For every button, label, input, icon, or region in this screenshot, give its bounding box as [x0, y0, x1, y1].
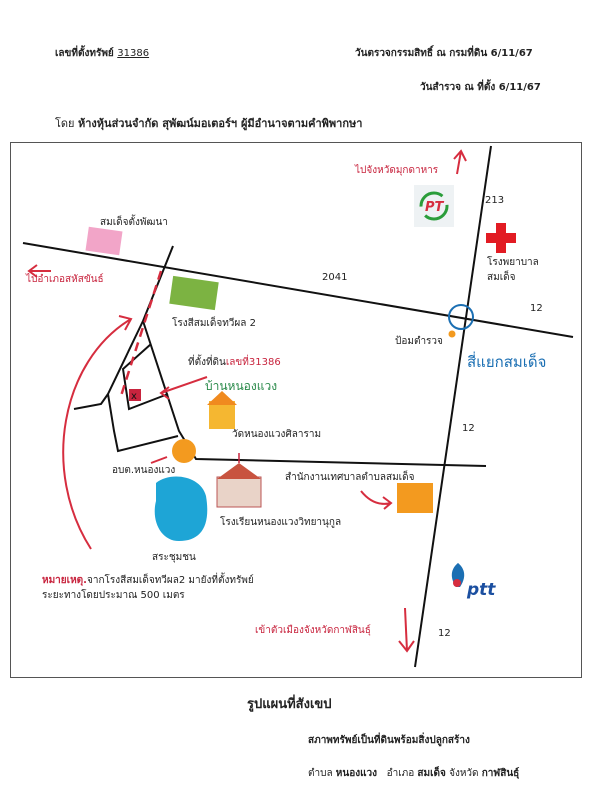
municipality-marker: [397, 483, 433, 513]
stub-road: [73, 393, 109, 410]
intersection-label: สี่แยกสมเด็จ: [467, 353, 547, 371]
to-sahatsakhan: ไปอำเภอสหัสขันธ์: [26, 274, 104, 285]
local-road-west: [106, 245, 179, 453]
asset-number-line: เลขที่ตั้งทรัพย์ 31386: [55, 46, 149, 61]
hospital-label: โรงพยาบาลสมเด็จ: [487, 255, 539, 285]
sao-marker: [172, 439, 196, 463]
footer-title: รูปแผนที่สังเขป: [247, 697, 332, 712]
village-label: บ้านหนองแวง: [205, 379, 278, 393]
asset-no: 31386: [117, 48, 150, 59]
hospital-cross-icon: [486, 223, 516, 253]
road-12: [414, 145, 492, 668]
amphoe-label: อำเภอ: [386, 768, 415, 779]
police-box-label: ป้อมตำรวจ: [395, 336, 443, 347]
tambon: หนองแวง: [335, 768, 378, 779]
sketch-map: x PT ptt: [10, 142, 582, 678]
road-12-mid-label: 12: [462, 423, 475, 434]
map-drawing: x PT ptt: [22, 145, 574, 668]
ptt-logo-text: ptt: [466, 580, 496, 600]
note-label: หมายเหตุ.: [42, 575, 87, 586]
temple-label: วัดหนองแวงศิลาราม: [232, 429, 322, 440]
province: กาฬสินธุ์: [481, 768, 520, 779]
temple-icon: [209, 401, 235, 429]
road-2041: [22, 242, 574, 338]
sao-label: อบต.หนองแวง: [112, 465, 176, 476]
land-location-label: ที่ตั้งที่ดินเลขที่31386: [188, 355, 281, 370]
municipality-arrow: [360, 490, 393, 510]
sao-arrow: [150, 456, 168, 464]
south-arrow-icon: [398, 607, 415, 653]
pond-label: สระชุมชน: [152, 552, 196, 563]
land-marker-icon: [129, 389, 141, 401]
hospital-line1: โรงพยาบาล: [487, 257, 539, 268]
hospital-line2: สมเด็จ: [487, 272, 516, 283]
land-lane: [121, 343, 169, 411]
property-condition: สภาพทรัพย์เป็นที่ดินพร้อมสิ่งปลูกสร้าง: [308, 735, 470, 746]
west-arrow-icon: [27, 264, 51, 278]
to-mukdahan: ไปจังหวัดมุกดาหาร: [355, 165, 439, 176]
survey-date: วันสำรวจ ณ ที่ตั้ง 6/11/67: [420, 82, 541, 93]
province-label: จังหวัด: [449, 768, 479, 779]
asset-no-label: เลขที่ตั้งทรัพย์: [55, 48, 114, 59]
rice-mill-label: โรงสีสมเด็จทวีผล 2: [172, 318, 256, 329]
to-kalasin: เข้าตัวเมืองจังหวัดกาฬสินธุ์: [255, 625, 371, 636]
police-box-icon: [448, 330, 456, 338]
route-dashed: [119, 270, 163, 397]
by-line: โดย ห้างหุ้นส่วนจำกัด สุพัฒน์มอเตอร์ฯ ผู…: [55, 114, 362, 132]
land-location-text: ที่ตั้งที่ดิน: [188, 357, 226, 368]
rice-mill-marker: [169, 275, 219, 311]
tambon-label: ตำบล: [308, 768, 333, 779]
svg-text:x: x: [131, 391, 137, 402]
by-name: ห้างหุ้นส่วนจำกัด สุพัฒน์มอเตอร์ฯ ผู้มีอ…: [78, 117, 363, 130]
school-label: โรงเรียนหนองแวงวิทยานุกูล: [220, 517, 342, 528]
land-pointer-arrow: [159, 376, 208, 400]
north-arrow-icon: [453, 149, 467, 175]
note-distance: ระยะทางโดยประมาณ 500 เมตร: [42, 590, 185, 601]
by-prefix: โดย: [55, 117, 75, 130]
intersection-marker: [448, 304, 474, 330]
road-2041-label: 2041: [322, 272, 348, 283]
land-number: เลขที่31386: [225, 357, 281, 368]
somdet-pattana-label: สมเด็จตั้งพัฒนา: [100, 217, 168, 228]
somdet-pattana-marker: [85, 226, 123, 256]
school-icon: [216, 476, 262, 508]
note: หมายเหตุ.จากโรงสีสมเด็จทวีผล2 มายังที่ตั…: [42, 573, 254, 603]
title-check-date: วันตรวจกรรมสิทธิ์ ณ กรมที่ดิน 6/11/67: [355, 48, 533, 59]
school-roof-icon: [217, 463, 261, 479]
pond-shape: [154, 476, 208, 541]
amphoe: สมเด็จ: [417, 768, 446, 779]
road-12-east-label: 12: [530, 303, 543, 314]
route-arrowhead-icon: [118, 315, 133, 331]
route-arrow: [62, 318, 132, 550]
location-line: ตำบล หนองแวง อำเภอ สมเด็จ จังหวัด กาฬสิน…: [308, 766, 519, 781]
road-12-south-label: 12: [438, 628, 451, 639]
svg-text:PT: PT: [425, 200, 445, 215]
road-213-label: 213: [485, 195, 505, 206]
note-text: จากโรงสีสมเด็จทวีผล2 มายังที่ตั้งทรัพย์: [86, 575, 254, 586]
municipality-label: สำนักงานเทศบาลตำบลสมเด็จ: [285, 472, 415, 483]
